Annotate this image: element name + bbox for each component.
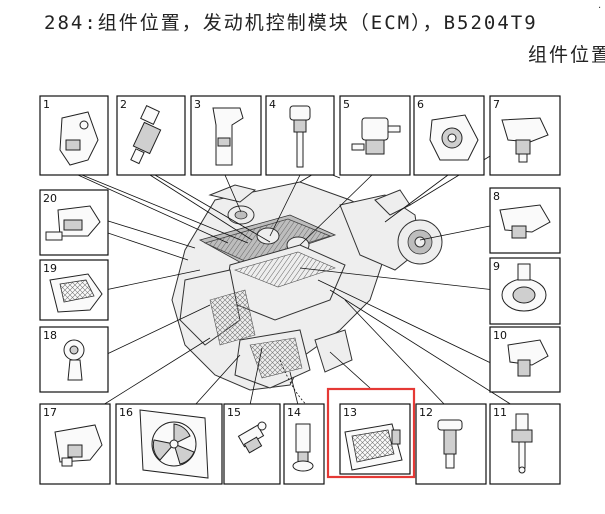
highlight-frame: [326, 387, 416, 479]
pump-icon: [212, 107, 244, 166]
callout-3[interactable]: 3: [190, 95, 262, 176]
callout-15[interactable]: 15: [223, 403, 281, 485]
sensor-icon: [63, 339, 85, 381]
sensor-icon: [501, 117, 549, 163]
injector-icon: [130, 105, 162, 165]
page-title: 284:组件位置，发动机控制模块（ECM），B5204T9: [44, 12, 538, 34]
callout-number: 2: [120, 98, 127, 111]
callout-12[interactable]: 12: [415, 403, 487, 485]
sensor-icon: [499, 204, 551, 239]
sensor-icon: [501, 263, 547, 312]
valve-icon: [45, 205, 101, 241]
sensor-icon: [511, 413, 533, 474]
callout-number: 9: [493, 260, 500, 273]
callout-number: 14: [287, 406, 301, 419]
sensor-icon: [292, 423, 314, 472]
callout-13[interactable]: 13: [339, 403, 411, 475]
leader-lines: [77, 149, 513, 411]
control-module-icon: [344, 423, 403, 471]
valve-icon: [351, 117, 401, 155]
sensor-icon: [437, 419, 463, 469]
callout-2[interactable]: 2: [116, 95, 186, 176]
cooling-fan-icon: [139, 409, 209, 479]
callout-number: 16: [119, 406, 133, 419]
corner-mark: .: [598, 0, 602, 11]
callout-number: 1: [43, 98, 50, 111]
callout-number: 4: [269, 98, 276, 111]
callout-6[interactable]: 6: [413, 95, 485, 176]
callout-number: 8: [493, 190, 500, 203]
callout-number: 12: [419, 406, 433, 419]
callout-10[interactable]: 10: [489, 326, 561, 393]
callout-11[interactable]: 11: [489, 403, 561, 485]
callout-number: 19: [43, 262, 57, 275]
callout-18[interactable]: 18: [39, 326, 109, 393]
callout-7[interactable]: 7: [489, 95, 561, 176]
callout-20[interactable]: 20: [39, 189, 109, 256]
callout-number: 17: [43, 406, 57, 419]
callout-1[interactable]: 1: [39, 95, 109, 176]
callout-14[interactable]: 14: [283, 403, 325, 485]
callout-number: 18: [43, 329, 57, 342]
callout-number: 20: [43, 192, 57, 205]
callout-8[interactable]: 8: [489, 187, 561, 254]
callout-number: 15: [227, 406, 241, 419]
callout-number: 6: [417, 98, 424, 111]
sensor-icon: [507, 339, 549, 377]
callout-19[interactable]: 19: [39, 259, 109, 321]
throttle-icon: [49, 273, 103, 313]
engine-illustration: [171, 169, 443, 411]
sensor-icon: [59, 111, 99, 166]
sensor-icon: [54, 424, 103, 467]
callout-17[interactable]: 17: [39, 403, 111, 485]
callout-number: 5: [343, 98, 350, 111]
callout-number: 3: [194, 98, 201, 111]
callout-9[interactable]: 9: [489, 257, 561, 325]
sensor-icon: [237, 421, 267, 454]
callout-4[interactable]: 4: [265, 95, 335, 176]
callout-number: 7: [493, 98, 500, 111]
callout-number: 11: [493, 406, 507, 419]
callout-number: 10: [493, 329, 507, 342]
callout-5[interactable]: 5: [339, 95, 411, 176]
throttle-icon: [429, 114, 479, 161]
page-subtitle: 组件位置: [528, 44, 605, 66]
ignition-coil-icon: [289, 105, 311, 168]
callout-16[interactable]: 16: [115, 403, 223, 485]
callout-number: 13: [343, 406, 357, 419]
